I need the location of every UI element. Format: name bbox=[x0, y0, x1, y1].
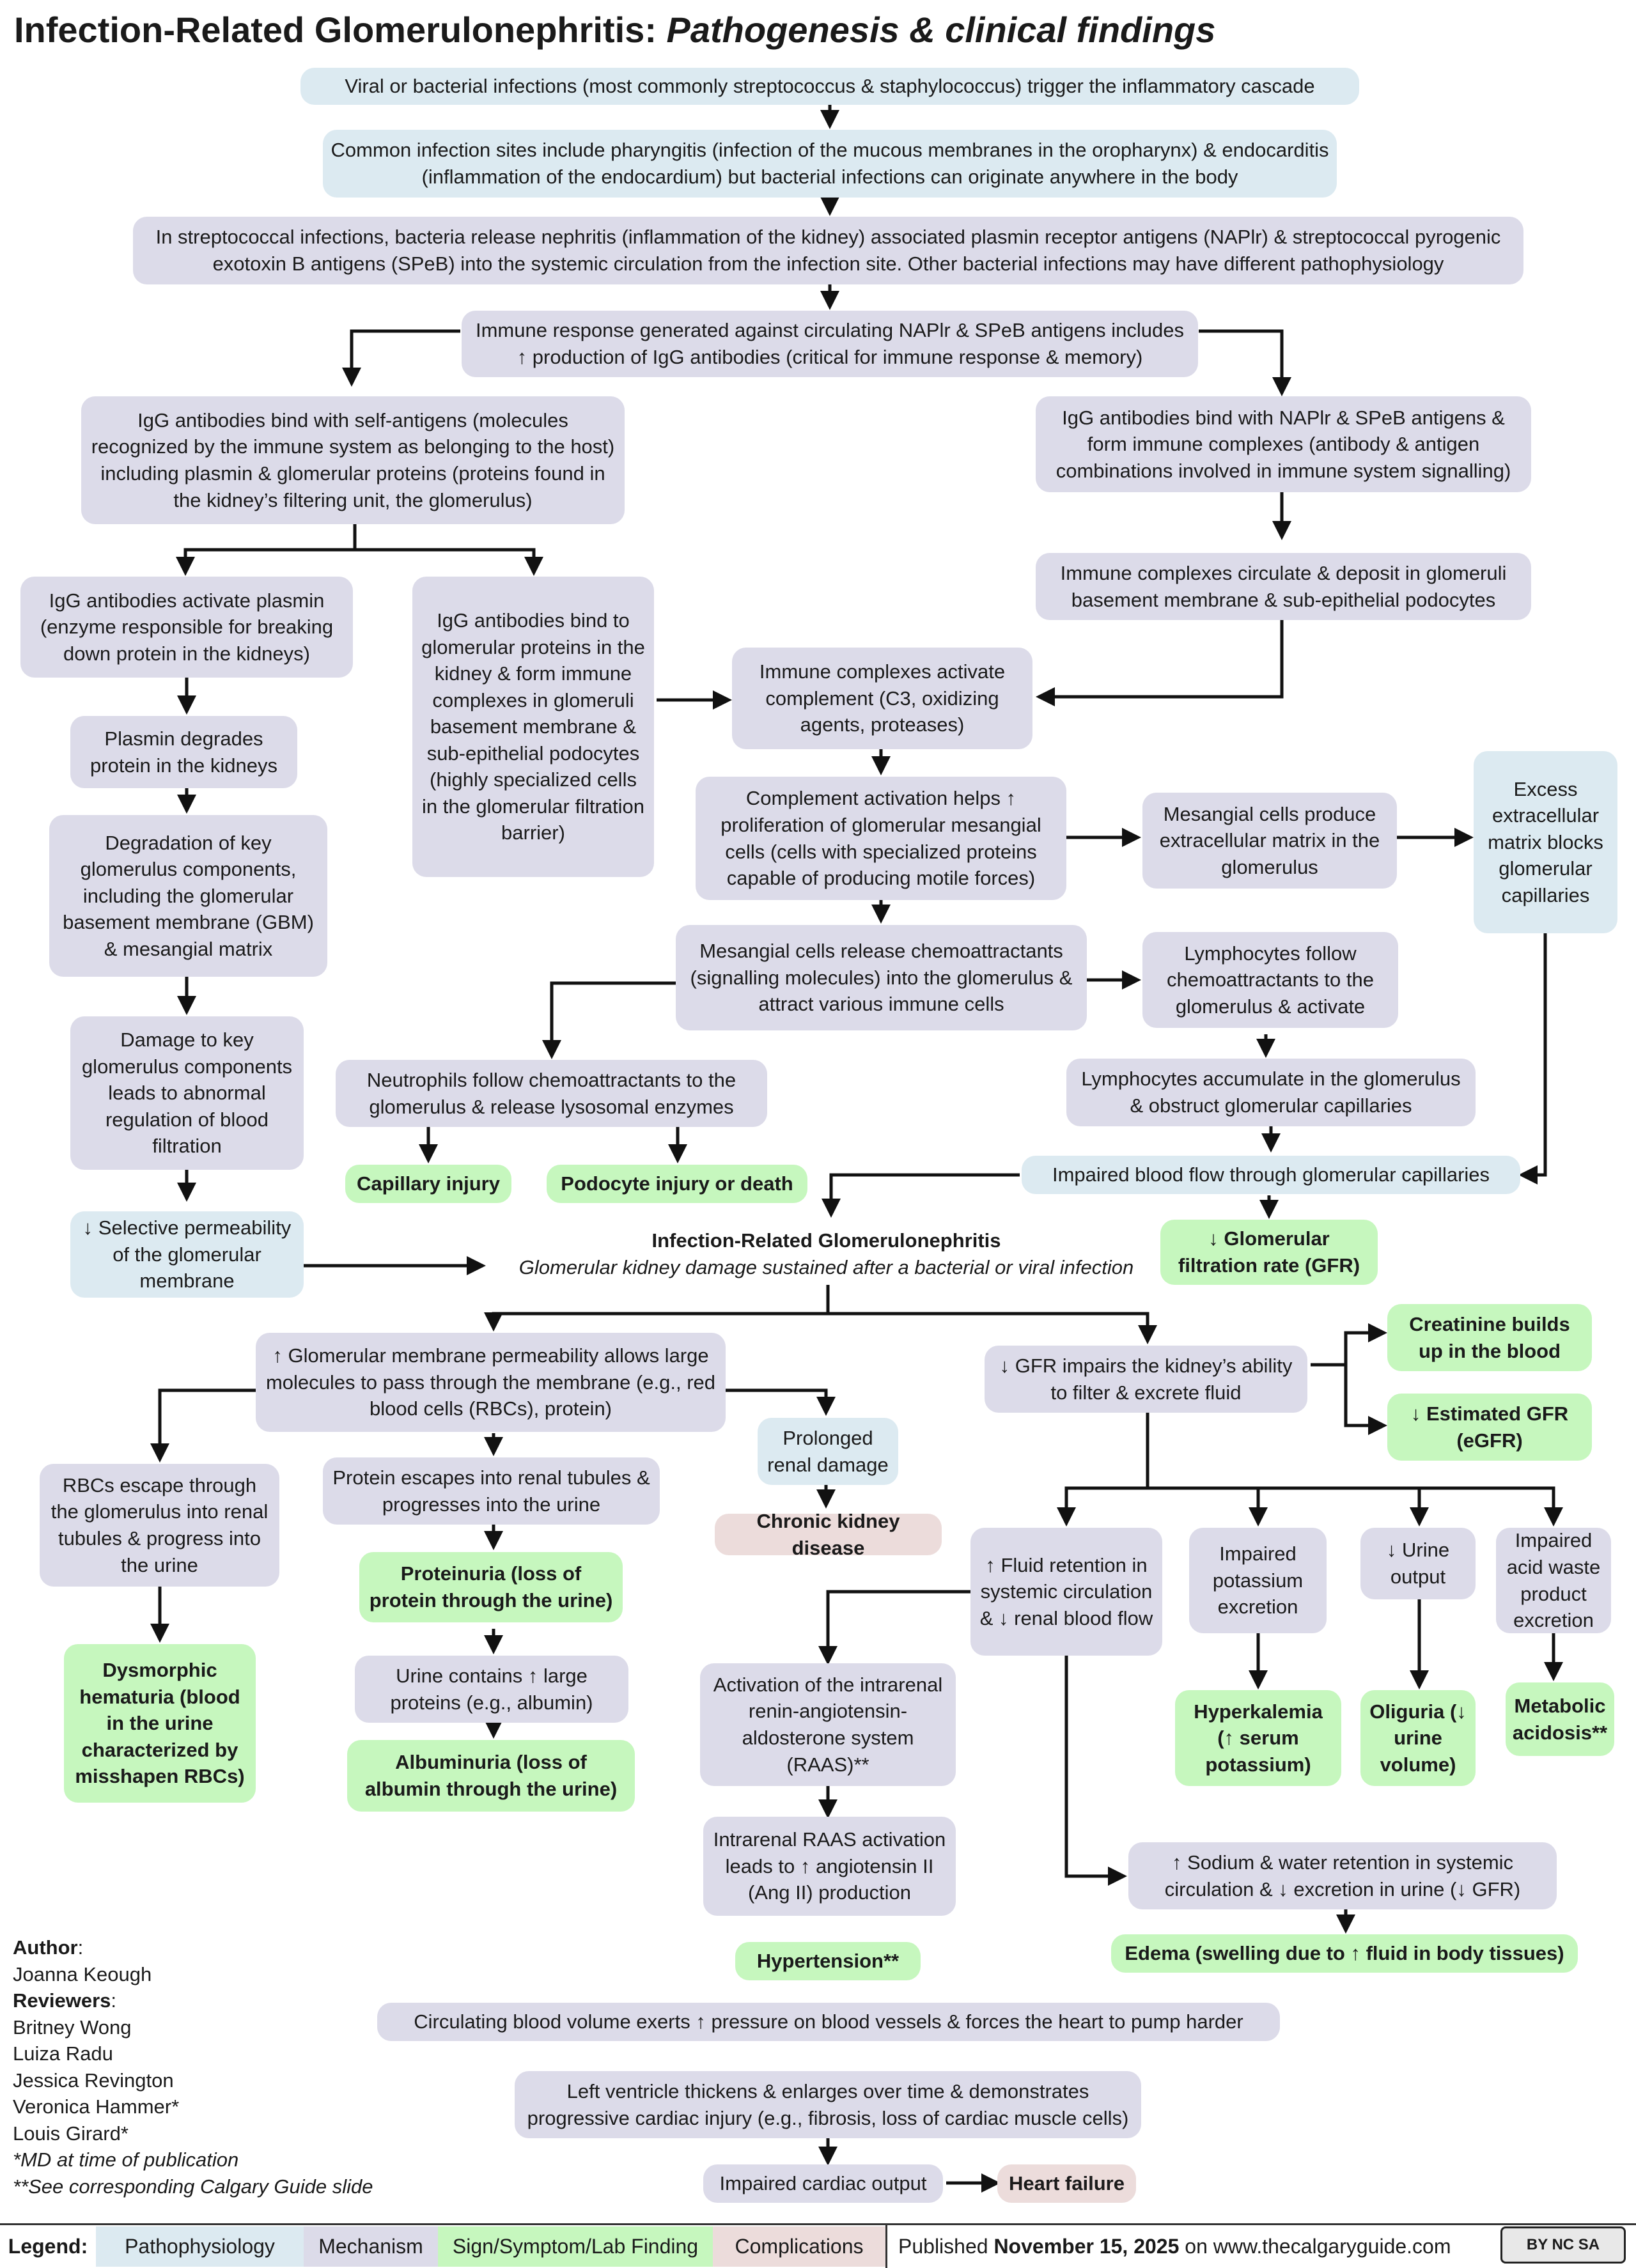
page-title: Infection-Related Glomerulonephritis: Pa… bbox=[14, 10, 1216, 50]
box-gfr-decrease: ↓ Glomerular filtration rate (GFR) bbox=[1160, 1220, 1378, 1285]
reviewer-name: Jessica Revington bbox=[13, 2069, 174, 2092]
box-extracellular-matrix: Mesangial cells produce extracellular ma… bbox=[1142, 793, 1397, 889]
reviewer-name: Veronica Hammer* bbox=[13, 2095, 180, 2118]
author-label: Author bbox=[13, 1936, 78, 1959]
box-impaired-blood-flow: Impaired blood flow through glomerular c… bbox=[1022, 1156, 1520, 1194]
reviewers-label: Reviewers bbox=[13, 1989, 111, 2012]
box-metabolic-acidosis: Metabolic acidosis** bbox=[1506, 1682, 1614, 1756]
box-damage-regulation: Damage to key glomerulus components lead… bbox=[70, 1016, 304, 1170]
box-complement-activation: Immune complexes activate complement (C3… bbox=[732, 648, 1032, 749]
box-hyperkalemia: Hyperkalemia (↑ serum potassium) bbox=[1175, 1690, 1341, 1786]
footnote-slide: **See corresponding Calgary Guide slide bbox=[13, 2175, 373, 2198]
legend-pathophysiology: Pathophysiology bbox=[96, 2226, 304, 2267]
box-immune-response: Immune response generated against circul… bbox=[462, 311, 1198, 377]
box-chemoattractants: Mesangial cells release chemoattractants… bbox=[676, 925, 1087, 1030]
box-mesangial-proliferation: Complement activation helps ↑ proliferat… bbox=[696, 777, 1066, 900]
box-edema: Edema (swelling due to ↑ fluid in body t… bbox=[1111, 1934, 1578, 1973]
box-immune-complexes-form: IgG antibodies bind with NAPlr & SPeB an… bbox=[1036, 396, 1531, 492]
box-albuminuria: Albuminuria (loss of albumin through the… bbox=[347, 1740, 635, 1812]
box-left-ventricle: Left ventricle thickens & enlarges over … bbox=[515, 2071, 1141, 2138]
box-rbcs-escape: RBCs escape through the glomerulus into … bbox=[40, 1464, 279, 1587]
box-lymphocytes-follow: Lymphocytes follow chemoattractants to t… bbox=[1142, 932, 1398, 1028]
box-plasmin-degrades: Plasmin degrades protein in the kidneys bbox=[70, 716, 297, 788]
box-egfr: ↓ Estimated GFR (eGFR) bbox=[1387, 1394, 1592, 1461]
published-note: Published November 15, 2025 on www.theca… bbox=[898, 2235, 1451, 2258]
authors-block: Author: Joanna Keough Reviewers: Britney… bbox=[13, 1934, 373, 2200]
box-lymphocytes-accumulate: Lymphocytes accumulate in the glomerulus… bbox=[1066, 1059, 1476, 1126]
box-urine-output: ↓ Urine output bbox=[1360, 1528, 1476, 1599]
box-activate-plasmin: IgG antibodies activate plasmin (enzyme … bbox=[20, 577, 353, 678]
box-proteinuria: Proteinuria (loss of protein through the… bbox=[359, 1552, 623, 1622]
box-sodium-retention: ↑ Sodium & water retention in systemic c… bbox=[1128, 1842, 1557, 1909]
box-creatinine: Creatinine builds up in the blood bbox=[1387, 1304, 1592, 1371]
box-gfr-impairs: ↓ GFR impairs the kidney’s ability to fi… bbox=[985, 1346, 1307, 1413]
box-complexes-deposit: Immune complexes circulate & deposit in … bbox=[1036, 553, 1531, 620]
box-excess-ecm: Excess extracellular matrix blocks glome… bbox=[1474, 751, 1617, 933]
box-potassium: Impaired potassium excretion bbox=[1189, 1528, 1327, 1633]
legend-bar: Legend: Pathophysiology Mechanism Sign/S… bbox=[0, 2223, 1636, 2268]
box-self-antigens: IgG antibodies bind with self-antigens (… bbox=[81, 396, 625, 524]
box-strep-antigens: In streptococcal infections, bacteria re… bbox=[133, 217, 1523, 284]
author-name: Joanna Keough bbox=[13, 1962, 152, 1985]
box-blood-volume-pressure: Circulating blood volume exerts ↑ pressu… bbox=[377, 2003, 1280, 2041]
box-degradation-gbm: Degradation of key glomerulus components… bbox=[49, 815, 327, 977]
box-neutrophils: Neutrophils follow chemoattractants to t… bbox=[336, 1060, 767, 1127]
legend-complications: Complications bbox=[713, 2226, 885, 2267]
box-hypertension: Hypertension** bbox=[735, 1942, 921, 1980]
box-oliguria: Oliguria (↓ urine volume) bbox=[1360, 1690, 1476, 1786]
legend-label: Legend: bbox=[8, 2235, 88, 2258]
box-protein-escapes: Protein escapes into renal tubules & pro… bbox=[323, 1457, 660, 1525]
central-concept: Infection-Related Glomerulonephritis Glo… bbox=[518, 1229, 1134, 1279]
legend-sign-symptom: Sign/Symptom/Lab Finding bbox=[438, 2226, 713, 2267]
box-fluid-retention: ↑ Fluid retention in systemic circulatio… bbox=[970, 1528, 1162, 1656]
box-capillary-injury: Capillary injury bbox=[345, 1165, 511, 1203]
box-angiotensin: Intrarenal RAAS activation leads to ↑ an… bbox=[703, 1817, 956, 1916]
box-selective-permeability: ↓ Selective permeability of the glomerul… bbox=[70, 1211, 304, 1298]
box-ckd: Chronic kidney disease bbox=[715, 1510, 942, 1559]
box-cardiac-output: Impaired cardiac output bbox=[703, 2164, 943, 2203]
reviewer-name: Louis Girard* bbox=[13, 2122, 129, 2145]
box-large-proteins: Urine contains ↑ large proteins (e.g., a… bbox=[355, 1656, 628, 1723]
box-heart-failure: Heart failure bbox=[997, 2164, 1136, 2203]
box-hematuria: Dysmorphic hematuria (blood in the urine… bbox=[64, 1644, 256, 1803]
legend-divider bbox=[885, 2225, 892, 2268]
box-membrane-permeability: ↑ Glomerular membrane permeability allow… bbox=[256, 1333, 726, 1432]
box-raas-activation: Activation of the intrarenal renin-angio… bbox=[700, 1663, 956, 1786]
legend-mechanism: Mechanism bbox=[304, 2226, 438, 2267]
footnote-md: *MD at time of publication bbox=[13, 2148, 239, 2171]
reviewer-name: Britney Wong bbox=[13, 2016, 132, 2039]
box-prolonged-damage: Prolonged renal damage bbox=[758, 1418, 898, 1485]
box-acid-waste: Impaired acid waste product excretion bbox=[1496, 1528, 1611, 1633]
box-infection-sites: Common infection sites include pharyngit… bbox=[323, 130, 1337, 198]
box-podocyte-injury: Podocyte injury or death bbox=[547, 1165, 807, 1203]
reviewer-name: Luiza Radu bbox=[13, 2042, 113, 2065]
creative-commons-icon: BY NC SA bbox=[1500, 2226, 1626, 2264]
box-bind-glomerular-proteins: IgG antibodies bind to glomerular protei… bbox=[412, 577, 654, 877]
box-infection-trigger: Viral or bacterial infections (most comm… bbox=[300, 68, 1359, 105]
